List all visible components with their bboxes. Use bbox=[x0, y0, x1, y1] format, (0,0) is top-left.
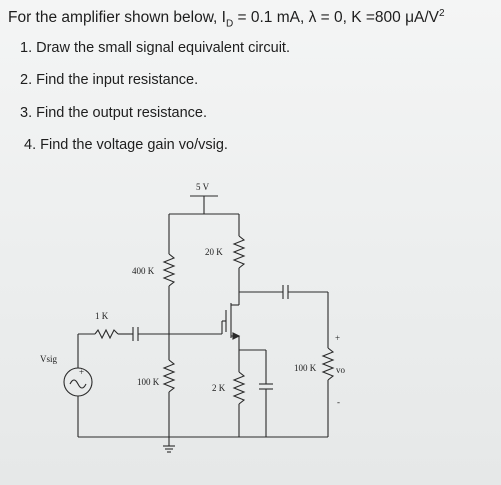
label-2k: 2 K bbox=[212, 383, 226, 393]
label-vo: vo bbox=[336, 365, 346, 375]
resistor-20k bbox=[232, 235, 246, 269]
problem-statement: For the amplifier shown below, ID = 0.1 … bbox=[8, 8, 445, 29]
question-1: 1. Draw the small signal equivalent circ… bbox=[20, 40, 290, 56]
statement-prefix: For the amplifier shown below, I bbox=[8, 9, 226, 27]
label-400k: 400 K bbox=[132, 266, 155, 276]
drain-subscript: D bbox=[225, 18, 234, 30]
vsig-source bbox=[63, 367, 93, 397]
output-plus: + bbox=[335, 333, 340, 343]
resistor-2k bbox=[232, 371, 246, 405]
question-3: 3. Find the output resistance. bbox=[20, 105, 207, 121]
label-100k-load: 100 K bbox=[294, 363, 317, 373]
question-4: 4. Find the voltage gain vo/vsig. bbox=[24, 137, 228, 153]
supply-label: 5 V bbox=[196, 182, 210, 192]
resistor-400k bbox=[162, 253, 176, 287]
source-plus: + bbox=[79, 367, 84, 377]
unit-exponent: 2 bbox=[439, 8, 445, 19]
mosfet-arrow bbox=[232, 332, 241, 340]
label-1k: 1 K bbox=[95, 311, 109, 321]
label-100k-gate: 100 K bbox=[137, 377, 160, 387]
question-2: 2. Find the input resistance. bbox=[20, 72, 199, 88]
statement-params: = 0.1 mA, λ = 0, K =800 μA/V bbox=[233, 9, 440, 27]
resistor-1k bbox=[94, 328, 119, 340]
sine-icon bbox=[69, 379, 87, 389]
resistor-100k-gate bbox=[162, 359, 176, 393]
label-20k: 20 K bbox=[205, 247, 223, 257]
resistor-100k-load bbox=[321, 347, 335, 381]
output-minus: - bbox=[337, 397, 340, 407]
label-vsig: Vsig bbox=[40, 354, 58, 364]
